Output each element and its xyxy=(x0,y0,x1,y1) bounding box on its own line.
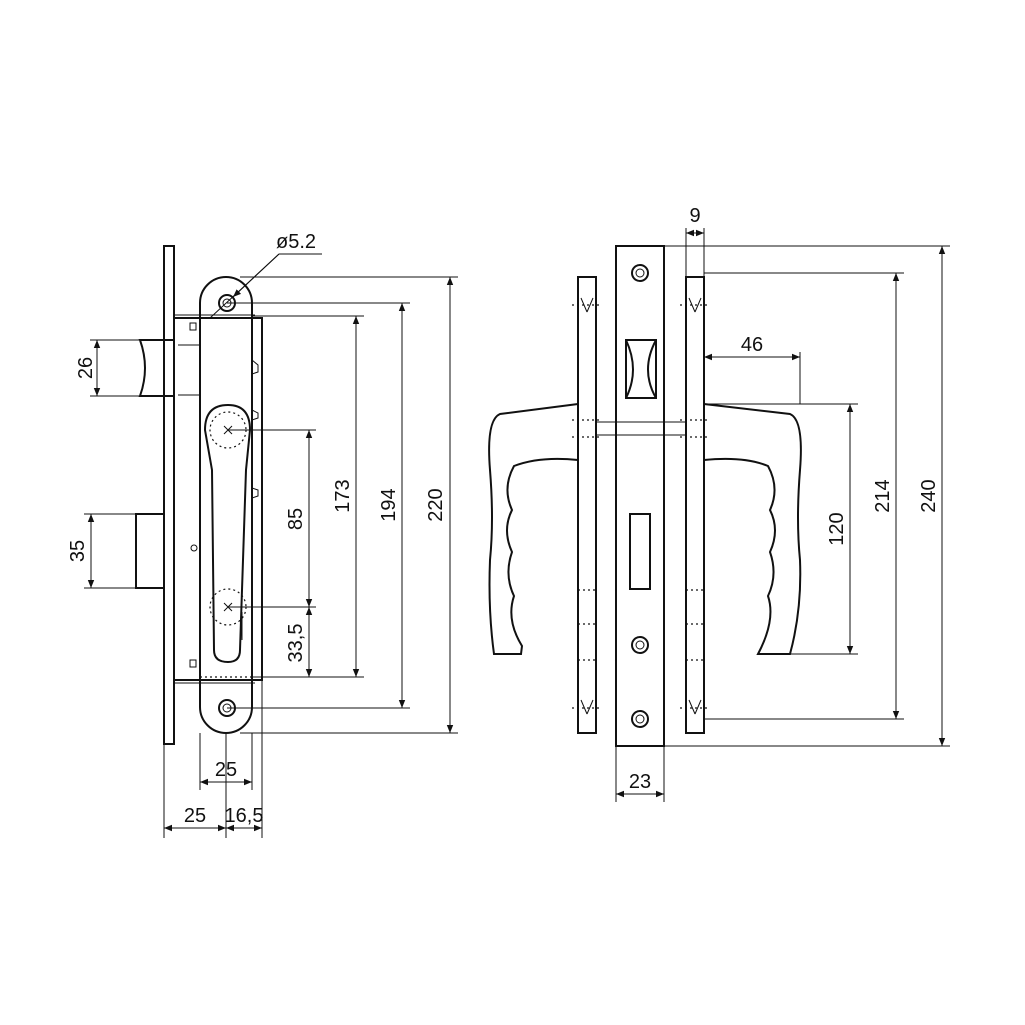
latch-slot xyxy=(625,339,657,399)
label-cylinder-offset: 33,5 xyxy=(285,624,307,663)
front-view xyxy=(488,245,802,747)
front-view-dimensions xyxy=(615,228,950,802)
left-handle xyxy=(488,403,579,655)
label-total-height: 240 xyxy=(918,479,940,512)
lock-body xyxy=(174,317,263,681)
label-bolt-height: 35 xyxy=(67,540,89,562)
label-handle-grip: 120 xyxy=(826,512,848,545)
center-plate xyxy=(615,245,665,747)
faceplate xyxy=(163,245,175,745)
label-rose-thickness: 9 xyxy=(689,205,700,227)
left-rose xyxy=(577,276,597,734)
side-view-dimensions xyxy=(84,253,458,838)
right-handle xyxy=(703,403,802,655)
label-screw-span: 194 xyxy=(378,488,400,521)
label-latch-height: 26 xyxy=(75,357,97,379)
spindle xyxy=(595,421,687,436)
bolt-slot xyxy=(629,513,651,590)
handle-lever xyxy=(203,403,252,664)
label-front-plate-width: 23 xyxy=(629,771,651,793)
label-handle-projection: 46 xyxy=(741,334,763,356)
label-front-screw-span: 214 xyxy=(872,479,894,512)
label-plate-height: 220 xyxy=(425,488,447,521)
label-plate-width: 25 xyxy=(215,759,237,781)
latch-bolt xyxy=(138,339,174,397)
label-faceplate-offset: 16,5 xyxy=(225,805,264,827)
dead-bolt xyxy=(135,513,165,589)
right-rose xyxy=(685,276,705,734)
label-inner-screw-span: 173 xyxy=(332,479,354,512)
label-backset: 25 xyxy=(184,805,206,827)
side-view xyxy=(135,245,263,745)
label-hole-diameter: ø5.2 xyxy=(276,231,316,253)
label-handle-cylinder: 85 xyxy=(285,508,307,530)
